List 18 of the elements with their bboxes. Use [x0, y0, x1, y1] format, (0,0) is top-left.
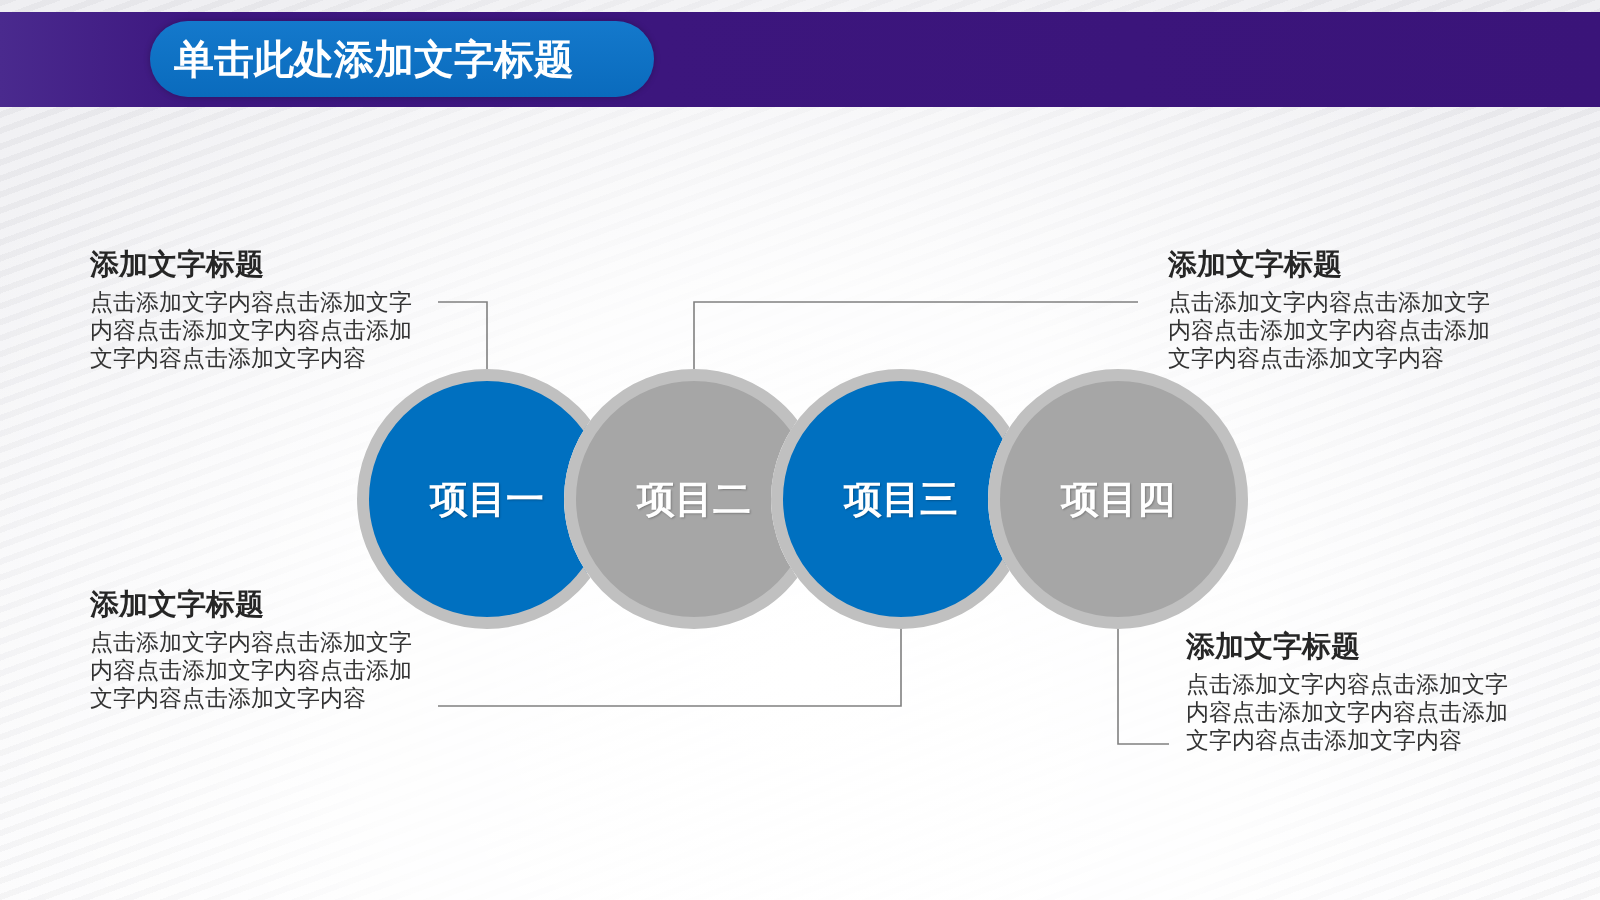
item-circle — [988, 369, 1248, 629]
leader-line — [437, 301, 488, 370]
text-heading: 添加文字标题 — [1168, 246, 1343, 282]
text-heading: 添加文字标题 — [1186, 628, 1361, 664]
leader-line — [693, 301, 1139, 370]
circle-label: 项目一 — [430, 475, 544, 523]
leader-line — [437, 628, 902, 707]
body-text: 点击添加文字内容点击添加文字内容点击添加文字内容点击添加文字内容点击添加文字内容 — [90, 288, 413, 372]
text-heading: 添加文字标题 — [90, 586, 265, 622]
circle-label: 项目三 — [844, 475, 958, 523]
body-text: 点击添加文字内容点击添加文字内容点击添加文字内容点击添加文字内容点击添加文字内容 — [1168, 288, 1491, 372]
leader-line — [1117, 628, 1170, 745]
slide-title: 单击此处添加文字标题 — [174, 35, 574, 84]
body-text: 点击添加文字内容点击添加文字内容点击添加文字内容点击添加文字内容点击添加文字内容 — [1186, 670, 1509, 754]
body-text: 点击添加文字内容点击添加文字内容点击添加文字内容点击添加文字内容点击添加文字内容 — [90, 628, 413, 712]
circle-label: 项目四 — [1061, 475, 1175, 523]
text-heading: 添加文字标题 — [90, 246, 265, 282]
circle-label: 项目二 — [637, 475, 751, 523]
